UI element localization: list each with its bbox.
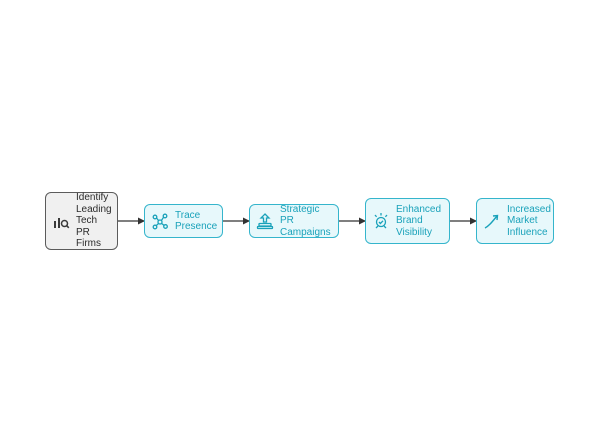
step-node-label: Trace Presence [175, 209, 218, 233]
start-node[interactable]: Identify Leading Tech PR Firms [45, 192, 118, 250]
trend-up-arrow-icon [483, 212, 501, 230]
step-node-enhanced-brand-visibility[interactable]: Enhanced Brand Visibility [365, 198, 450, 244]
start-node-label: Identify Leading Tech PR Firms [76, 192, 112, 250]
step-node-increased-market-influence[interactable]: Increased Market Influence [476, 198, 554, 244]
magnifier-bar-chart-icon [52, 212, 70, 230]
step-node-label: Strategic PR Campaigns [280, 203, 331, 238]
step-node-label: Enhanced Brand Visibility [396, 203, 442, 238]
step-node-label: Increased Market Influence [507, 203, 551, 238]
sparkle-badge-icon [372, 212, 390, 230]
trace-network-icon [151, 212, 169, 230]
step-node-strategic-pr-campaigns[interactable]: Strategic PR Campaigns [249, 204, 339, 238]
megaphone-podium-icon [256, 212, 274, 230]
step-node-trace-presence[interactable]: Trace Presence [144, 204, 223, 238]
